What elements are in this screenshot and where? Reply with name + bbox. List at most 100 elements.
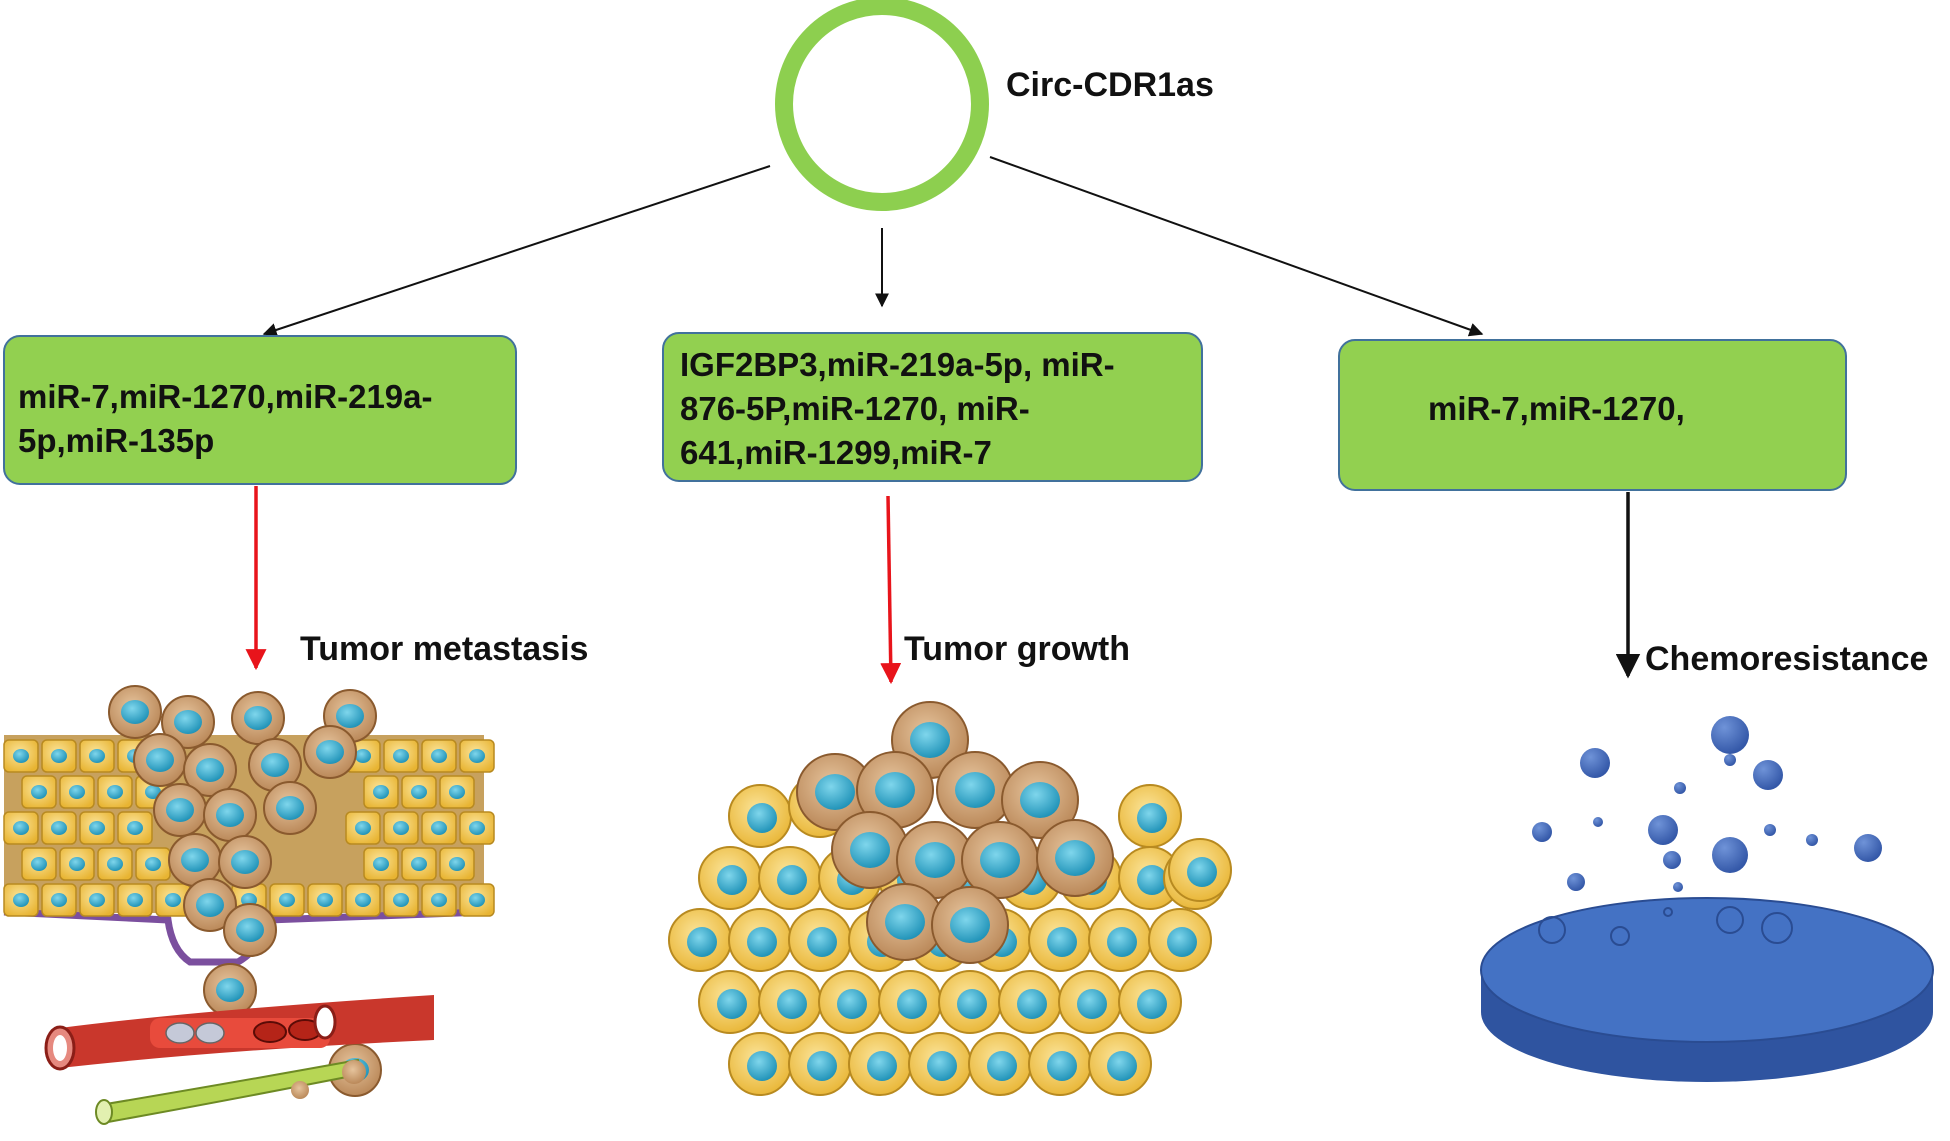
epithelial-cell [363,775,399,809]
mirna-box-growth: IGF2BP3,miR-219a-5p, miR- 876-5P,miR-127… [662,332,1203,482]
outcome-label-growth: Tumor growth [904,630,1130,668]
epithelial-cell [439,775,475,809]
drug-dish-illustration [1480,716,1934,1082]
epithelial-cell [345,883,381,917]
epithelial-cell [41,739,77,773]
epithelial-cell [155,883,191,917]
tumor-cell [848,1032,912,1096]
tumor-cell [1001,761,1079,839]
tumor-cell [788,908,852,972]
outcome-label-chemo: Chemoresistance [1645,640,1928,678]
epithelial-cell [421,739,457,773]
epithelial-cell [21,847,57,881]
mirna-line: 876-5P,miR-1270, miR- [680,390,1030,427]
tumor-cell [936,751,1014,829]
tumor-cell [263,781,317,835]
tumor-cell [908,1032,972,1096]
mirna-box-chemo: miR-7,miR-1270, [1338,339,1847,491]
tumor-cell [1118,784,1182,848]
outcome-label-metastasis: Tumor metastasis [300,630,588,668]
tumor-cell [223,903,277,957]
epithelial-cell [439,847,475,881]
epithelial-cell [135,847,171,881]
tumor-cell [758,970,822,1034]
tumor-cell [1058,970,1122,1034]
mirna-line: 641,miR-1299,miR-7 [680,434,992,471]
blood-vessel [44,995,434,1071]
epithelial-cell [345,811,381,845]
epithelial-cell [383,739,419,773]
drug-bubble [1663,907,1673,917]
tumor-cell [303,725,357,779]
tumor-cell [183,878,237,932]
drug-bubble [1648,815,1678,845]
epithelial-cell [383,811,419,845]
epithelial-cell [79,811,115,845]
drug-bubble [1663,851,1681,869]
epithelial-cell [459,811,495,845]
epithelial-cell [21,775,57,809]
tumor-cell [728,908,792,972]
tumor-cell [203,963,257,1017]
arrow-to-left-box [262,165,771,337]
circrna-label: Circ-CDR1as [1006,66,1214,104]
epithelial-cell [97,847,133,881]
drug-bubble [1712,837,1748,873]
epithelial-cell [59,775,95,809]
tumor-cell [1088,1032,1152,1096]
drug-bubble [1593,817,1603,827]
tumor-cell [856,751,934,829]
mirna-line: miR-7,miR-1270, [1428,390,1685,427]
drug-bubble [1854,834,1882,862]
epithelial-cell [401,847,437,881]
drug-bubble [1567,873,1585,891]
tumor-cell [1028,908,1092,972]
tumor-cell [1118,846,1182,910]
tumor-cell [203,788,257,842]
epithelial-cell [117,883,153,917]
tumor-cell [728,1032,792,1096]
tumor-cell [878,970,942,1034]
epithelial-cell [79,883,115,917]
tumor-cell [818,970,882,1034]
tumor-cell [831,811,909,889]
tumor-cell [758,846,822,910]
tumor-cell [796,753,874,831]
epithelial-cell [307,883,343,917]
mirna-line: miR-7,miR-1270,miR-219a- [18,378,433,415]
epithelial-cell [41,811,77,845]
tumor-cell [968,1032,1032,1096]
epithelial-cell [459,883,495,917]
drug-bubble [1580,748,1610,778]
drug-bubble [1711,716,1749,754]
epithelial-cell [459,739,495,773]
tumor-cell [728,784,792,848]
tumor-cell [161,695,215,749]
epithelial-cell [383,883,419,917]
tumor-cell [1028,1032,1092,1096]
tumor-cell [698,970,762,1034]
tumor-cell [218,835,272,889]
epithelial-cell [3,811,39,845]
tumor-cell [133,733,187,787]
lymph-vessel [95,1058,366,1125]
drug-bubble [1673,882,1683,892]
drug-bubble [1764,824,1776,836]
epithelial-cell [59,847,95,881]
tumor-cell [1148,908,1212,972]
mirna-line: 5p,miR-135p [18,422,214,459]
tumor-cell [788,1032,852,1096]
epithelial-cell [269,883,305,917]
tumor-cell [183,743,237,797]
circrna-ring [775,0,989,211]
tumor-cell [931,886,1009,964]
tumor-cell [231,691,285,745]
tumor-cell [153,783,207,837]
drug-bubble [1761,912,1793,944]
red-arrow-growth [880,495,902,685]
drug-bubble [1753,760,1783,790]
epithelial-cell [117,811,153,845]
tumor-cell [1118,970,1182,1034]
epithelial-cell [3,883,39,917]
